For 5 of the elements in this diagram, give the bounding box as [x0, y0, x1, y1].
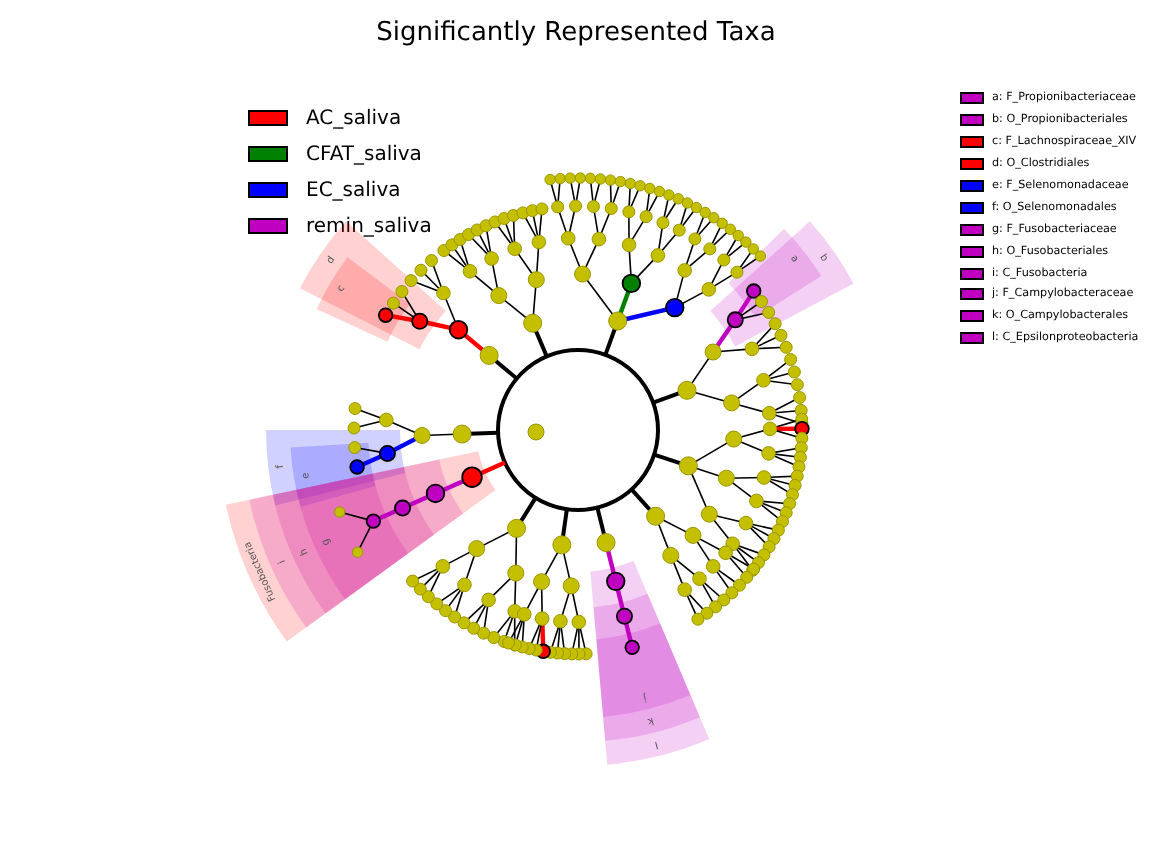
legend-label: AC_saliva — [306, 107, 402, 129]
legend-label: CFAT_saliva — [306, 143, 422, 165]
chart-title: Significantly Represented Taxa — [374, 18, 778, 48]
legend-label: remin_saliva — [306, 215, 432, 237]
legend-label: EC_saliva — [306, 179, 401, 201]
